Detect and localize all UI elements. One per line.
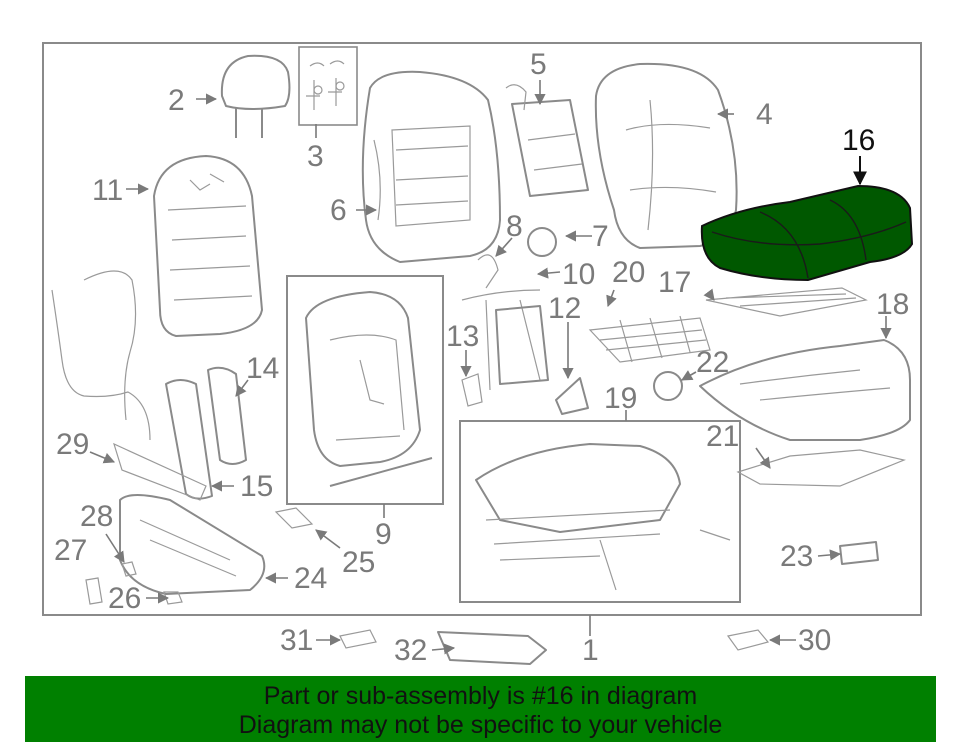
subassembly-box-3 <box>298 46 358 126</box>
callout-5: 5 <box>530 48 547 81</box>
callout-7: 7 <box>592 220 609 253</box>
callout-2: 2 <box>168 84 185 117</box>
callout-3: 3 <box>307 140 324 173</box>
callout-11: 11 <box>92 174 123 207</box>
callout-1: 1 <box>582 634 599 667</box>
part-16-seat-cushion-pad <box>700 184 914 282</box>
part-9-seatback-frame <box>305 291 433 487</box>
part-5-back-panel <box>505 84 589 197</box>
subassembly-box-19 <box>459 420 741 603</box>
wire-harness <box>51 270 151 441</box>
callout-4: 4 <box>756 98 773 131</box>
callout-28: 28 <box>80 500 113 533</box>
part-2-headrest <box>220 54 291 138</box>
part-11-back-support <box>153 155 263 337</box>
part-6-seatback-frame <box>361 70 501 263</box>
callout-14: 14 <box>246 352 279 385</box>
info-banner: Part or sub-assembly is #16 in diagram D… <box>25 676 936 742</box>
callout-13: 13 <box>446 320 479 353</box>
callout-18: 18 <box>876 288 909 321</box>
callout-24: 24 <box>294 562 327 595</box>
callout-23: 23 <box>780 540 813 573</box>
subassembly-box-9 <box>286 275 444 505</box>
callout-31: 31 <box>280 624 313 657</box>
banner-line-2: Diagram may not be specific to your vehi… <box>238 711 723 739</box>
part-29-trim <box>113 442 207 501</box>
callout-8: 8 <box>506 210 523 243</box>
part-3-headrest-guides <box>306 60 345 110</box>
callout-21: 21 <box>706 420 739 453</box>
callout-29: 29 <box>56 428 89 461</box>
callout-15: 15 <box>240 470 273 503</box>
part-20-suspension-mat <box>588 315 711 363</box>
diagram-frame <box>42 42 922 616</box>
leader-lines <box>89 80 892 655</box>
part-21-trim-panel <box>736 449 906 487</box>
callout-12: 12 <box>548 292 581 325</box>
callout-22: 22 <box>696 346 729 379</box>
callout-10: 10 <box>562 258 595 291</box>
part-30-bracket <box>726 629 770 651</box>
callout-30: 30 <box>798 624 831 657</box>
part-4-back-cushion <box>594 62 738 249</box>
part-14-15-side-shields <box>165 366 247 500</box>
part-18-cushion-cover <box>699 339 911 441</box>
callout-19: 19 <box>604 382 637 415</box>
part-23-switch <box>839 541 879 565</box>
part-17-pan-pad <box>705 287 868 317</box>
part-8-10-recliner <box>461 227 557 391</box>
callout-17: 17 <box>658 266 691 299</box>
callout-26: 26 <box>108 582 141 615</box>
callout-32: 32 <box>394 634 427 667</box>
part-31-clip <box>339 629 377 649</box>
part-19-seat-adjuster <box>475 443 731 591</box>
banner-line-1: Part or sub-assembly is #16 in diagram <box>263 682 698 710</box>
callout-labels: 2 3 4 5 6 16 11 7 8 10 20 17 18 12 13 14… <box>54 48 909 667</box>
callout-16: 16 <box>842 124 875 157</box>
callout-25: 25 <box>342 546 375 579</box>
callout-6: 6 <box>330 194 347 227</box>
callout-9: 9 <box>375 518 392 551</box>
part-22-knob <box>653 371 683 401</box>
part-32-trim-panel <box>437 631 547 665</box>
callout-20: 20 <box>612 256 645 289</box>
callout-27: 27 <box>54 534 87 567</box>
part-12-13-brackets <box>461 373 589 415</box>
part-24-outer-trim <box>119 494 266 595</box>
